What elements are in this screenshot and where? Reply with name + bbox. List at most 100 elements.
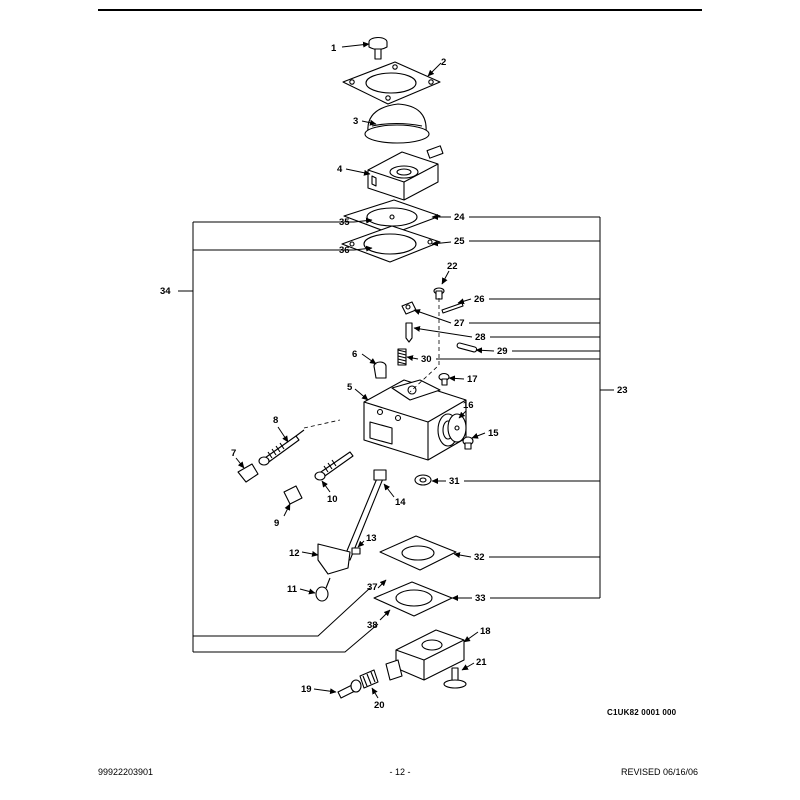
header-rule xyxy=(98,9,702,11)
part-diaphragm-32 xyxy=(379,535,457,571)
leader-15 xyxy=(471,432,486,439)
leader-1 xyxy=(341,41,370,48)
part-diaphragm-24 xyxy=(343,199,441,235)
leader-37 xyxy=(377,579,387,589)
callout-15: 15 xyxy=(488,428,499,439)
callout-34: 34 xyxy=(160,286,171,297)
part-gasket-33 xyxy=(373,581,453,617)
leader-14 xyxy=(383,483,395,498)
callout-28: 28 xyxy=(475,332,486,343)
part-screw-21 xyxy=(443,667,467,689)
alignment-dashed-line xyxy=(409,298,440,393)
part-lever-27 xyxy=(401,301,417,315)
callout-4: 4 xyxy=(337,164,343,175)
leader-8 xyxy=(277,426,289,443)
diagram-code: C1UK82 0001 000 xyxy=(607,708,677,717)
callout-29: 29 xyxy=(497,346,508,357)
callout-5: 5 xyxy=(347,382,353,393)
leader-2 xyxy=(427,62,442,77)
part-needle-10 xyxy=(314,451,354,481)
leader-17 xyxy=(448,375,465,382)
part-shaft-14 xyxy=(343,469,387,561)
leader-9 xyxy=(283,503,291,517)
part-cap-9 xyxy=(283,485,303,505)
callout-19: 19 xyxy=(301,684,312,695)
callout-27: 27 xyxy=(454,318,465,329)
part-screw-11 xyxy=(315,577,331,602)
leader-22 xyxy=(441,270,450,285)
leader-10 xyxy=(321,480,331,493)
bracket-34-low xyxy=(193,587,371,637)
callout-12: 12 xyxy=(289,548,300,559)
leader-7 xyxy=(235,457,245,469)
part-pin-26 xyxy=(441,302,464,314)
page-number: - 12 - xyxy=(389,767,411,777)
part-pin-29 xyxy=(456,342,478,353)
leader-32 xyxy=(453,552,472,558)
leader-28 xyxy=(413,325,473,338)
leader-11 xyxy=(299,588,316,595)
callout-11: 11 xyxy=(287,584,298,595)
callout-31: 31 xyxy=(449,476,460,487)
part-clip-13 xyxy=(351,547,361,555)
part-screw-19 xyxy=(337,679,362,699)
callout-22: 22 xyxy=(447,261,458,272)
callout-36: 36 xyxy=(339,245,350,256)
leader-18 xyxy=(463,631,479,643)
part-needle-28 xyxy=(405,322,413,343)
callout-32: 32 xyxy=(474,552,485,563)
callout-6: 6 xyxy=(352,349,357,360)
part-spring-30 xyxy=(397,348,407,366)
leader-30 xyxy=(406,355,419,362)
part-diaphragm-16 xyxy=(447,413,467,443)
leader-27 xyxy=(413,309,452,324)
part-cover-18 xyxy=(385,629,465,681)
revision-date: REVISED 06/16/06 xyxy=(620,767,698,777)
callout-1: 1 xyxy=(331,43,337,54)
leader-26 xyxy=(457,298,472,305)
leader-38 xyxy=(379,609,391,621)
leader-25 xyxy=(431,240,452,247)
bracket-34-bottom xyxy=(193,623,379,653)
leader-3 xyxy=(361,119,377,126)
callout-26: 26 xyxy=(474,294,485,305)
leader-29 xyxy=(475,347,495,354)
callout-9: 9 xyxy=(274,518,279,529)
part-screw-1 xyxy=(368,36,388,60)
callout-3: 3 xyxy=(353,116,358,127)
callout-38: 38 xyxy=(367,620,378,631)
callout-37: 37 xyxy=(367,582,378,593)
bracket-34 xyxy=(188,222,194,652)
leader-35 xyxy=(353,217,373,224)
part-primer-bulb-3 xyxy=(364,103,430,144)
part-gasket-25 xyxy=(341,225,441,263)
leader-16 xyxy=(458,410,467,419)
part-screw-15 xyxy=(462,436,474,450)
part-spring-20 xyxy=(359,669,379,689)
part-number: 99922203901 xyxy=(98,767,154,777)
leader-6 xyxy=(361,353,377,365)
part-gasket-2 xyxy=(342,61,441,105)
callout-17: 17 xyxy=(467,374,478,385)
callout-23: 23 xyxy=(617,385,628,396)
callout-7: 7 xyxy=(231,448,236,459)
callout-30: 30 xyxy=(421,354,432,365)
callout-21: 21 xyxy=(476,657,487,668)
callout-18: 18 xyxy=(480,626,491,637)
callout-20: 20 xyxy=(374,700,385,711)
part-lever-12 xyxy=(317,543,351,575)
callout-35: 35 xyxy=(339,217,350,228)
leader-4 xyxy=(345,168,371,176)
callout-2: 2 xyxy=(441,57,446,68)
callout-8: 8 xyxy=(273,415,278,426)
leader-12 xyxy=(301,550,319,557)
leader-5 xyxy=(354,388,369,401)
part-cap-7 xyxy=(237,463,259,483)
leader-36 xyxy=(353,245,373,252)
callout-25: 25 xyxy=(454,236,465,247)
part-pump-cover-4 xyxy=(367,145,444,201)
bracket-23 xyxy=(599,217,605,598)
part-screw-17 xyxy=(438,372,450,386)
alignment-dashed-line-2 xyxy=(303,419,341,429)
